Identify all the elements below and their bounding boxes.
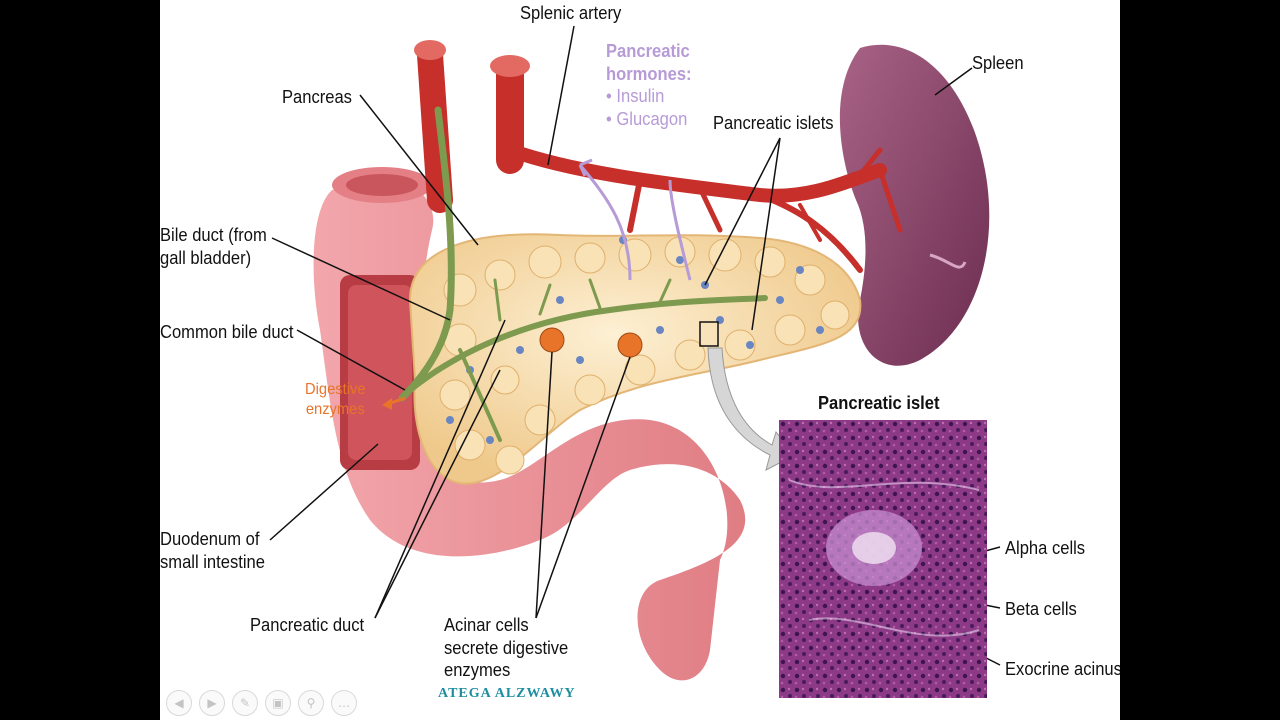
pancreatic-duct-shape xyxy=(398,106,768,442)
zoom-icon[interactable]: ⚲ xyxy=(298,690,324,716)
hormones-title-line1: Pancreatic xyxy=(606,41,690,61)
bile-duct-label-line2: gall bladder) xyxy=(160,247,252,268)
arrow-right-icon[interactable]: ▶ xyxy=(199,690,225,716)
pancreatic-islet-micrograph xyxy=(779,420,987,698)
pancreatic-duct-label: Pancreatic duct xyxy=(250,615,365,635)
acinar-label-line2: secrete digestive xyxy=(444,637,569,658)
slide: Splenic artery Spleen Pancreas Pancreati… xyxy=(160,0,1120,720)
acinar-cells-shape xyxy=(539,327,643,358)
spleen-shape xyxy=(839,44,990,366)
acinar-cells-label: Acinar cells secrete digestive enzymes xyxy=(444,614,568,682)
splenic-artery-label: Splenic artery xyxy=(520,3,622,23)
splenic-artery-shape xyxy=(417,42,903,273)
slideshow-controls: ◀ ▶ ✎ ▣ ⚲ … xyxy=(166,690,357,716)
spleen-label: Spleen xyxy=(972,53,1024,73)
exocrine-acinus-label: Exocrine acinus xyxy=(1005,659,1120,679)
hormone-item-insulin: • Insulin xyxy=(606,86,665,106)
more-icon[interactable]: … xyxy=(331,690,357,716)
duodenum-label-line1: Duodenum of xyxy=(160,529,260,549)
beta-cells-label: Beta cells xyxy=(1005,599,1077,619)
pen-icon[interactable]: ✎ xyxy=(232,690,258,716)
duodenum-shape xyxy=(313,167,746,681)
artery-opening xyxy=(414,40,446,60)
pancreas-label: Pancreas xyxy=(282,87,352,107)
acinar-label-line1: Acinar cells xyxy=(444,615,529,635)
hormone-arrows xyxy=(578,158,692,281)
digestive-enzymes-line2: enzymes xyxy=(305,401,365,418)
hormone-item-glucagon: • Glucagon xyxy=(606,108,688,129)
watermark: ATEGA ALZWAWY xyxy=(438,686,576,701)
pancreatic-islet-title: Pancreatic islet xyxy=(818,393,940,413)
slides-icon[interactable]: ▣ xyxy=(265,690,291,716)
pancreas-anatomy-illustration xyxy=(269,25,1001,681)
digestive-enzymes-label: Digestive enzymes xyxy=(305,380,366,420)
arrow-left-icon[interactable]: ◀ xyxy=(166,690,192,716)
artery-opening xyxy=(490,55,530,77)
common-bile-duct-label: Common bile duct xyxy=(160,322,294,342)
pancreatic-hormones-label: Pancreatic hormones: • Insulin • Glucago… xyxy=(606,40,692,130)
bile-duct-label: Bile duct (from gall bladder) xyxy=(160,224,267,269)
hormone-insulin-text: Insulin xyxy=(616,86,665,106)
acinar-label-line3: enzymes xyxy=(444,660,511,680)
digestive-enzymes-line1: Digestive xyxy=(305,381,366,398)
bile-duct-label-line1: Bile duct (from xyxy=(160,225,267,245)
pancreatic-islets-label: Pancreatic islets xyxy=(713,113,834,133)
hormones-title-line2: hormones: xyxy=(606,63,692,84)
duodenum-label-line2: small intestine xyxy=(160,551,265,572)
alpha-cells-label: Alpha cells xyxy=(1005,538,1086,558)
enzyme-arrowhead xyxy=(382,398,392,410)
hormone-glucagon-text: Glucagon xyxy=(616,108,688,129)
duodenum-label: Duodenum of small intestine xyxy=(160,528,265,573)
